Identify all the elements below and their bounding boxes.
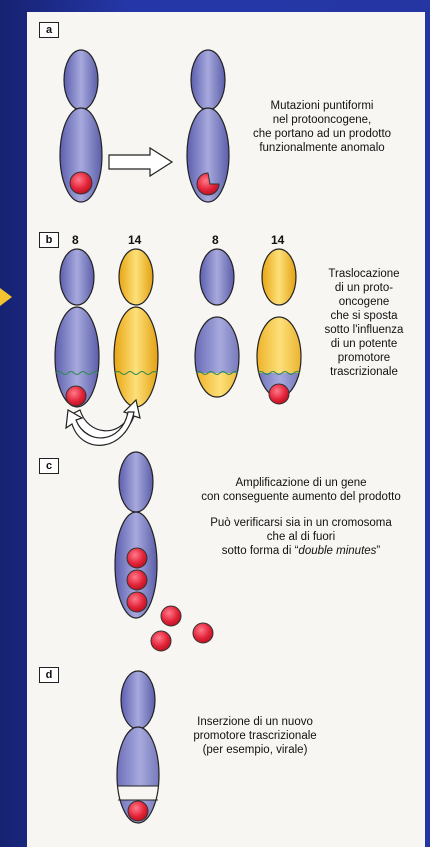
panel-d-caption: Inserzione di un nuovo promotore trascri… <box>193 716 317 756</box>
panel-d-drawing <box>116 670 160 824</box>
panel-a-tag: a <box>39 22 59 38</box>
mutated-gene-shape <box>196 172 220 196</box>
chromosome-label-8-left: 8 <box>72 233 79 247</box>
chromosome-14-original <box>113 248 159 408</box>
panel-a-caption: Mutazioni puntiformi nel protooncogene, … <box>252 100 392 154</box>
panel-c-caption-2: Può verificarsi sia in un cromosoma che … <box>210 517 392 557</box>
chromosome-8-original <box>54 248 100 408</box>
double-minute-3 <box>192 622 214 644</box>
panel-a-drawing <box>59 49 230 203</box>
panel-c-tag: c <box>39 458 59 474</box>
chromosome-8-translocated <box>194 248 240 398</box>
exchange-arrows-icon <box>65 398 141 446</box>
chromosome-label-14-right: 14 <box>271 233 285 247</box>
panel-b-caption: Traslocazione di un proto- oncogene che … <box>324 268 404 378</box>
panel-c-drawing <box>114 451 214 652</box>
panel-b-drawing <box>54 248 302 446</box>
amplified-gene-1 <box>126 547 148 569</box>
double-minute-2 <box>150 630 172 652</box>
gene-circle <box>69 171 93 195</box>
chromosome-mutated <box>186 49 230 203</box>
panel-b-tag: b <box>39 232 59 248</box>
panel-d-tag: d <box>39 667 59 683</box>
inserted-promoter <box>117 786 159 800</box>
double-minute-1 <box>160 605 182 627</box>
chromosome-label-14-left: 14 <box>128 233 142 247</box>
amplified-gene-3 <box>126 591 148 613</box>
chromosome-14-translocated <box>256 248 302 405</box>
slide-edge-arrow-icon <box>0 288 12 306</box>
right-arrow-icon <box>108 146 174 178</box>
chromosome-label-8-right: 8 <box>212 233 219 247</box>
amplified-gene-2 <box>126 569 148 591</box>
panel-c-caption-1: Amplificazione di un gene con conseguent… <box>201 477 401 503</box>
